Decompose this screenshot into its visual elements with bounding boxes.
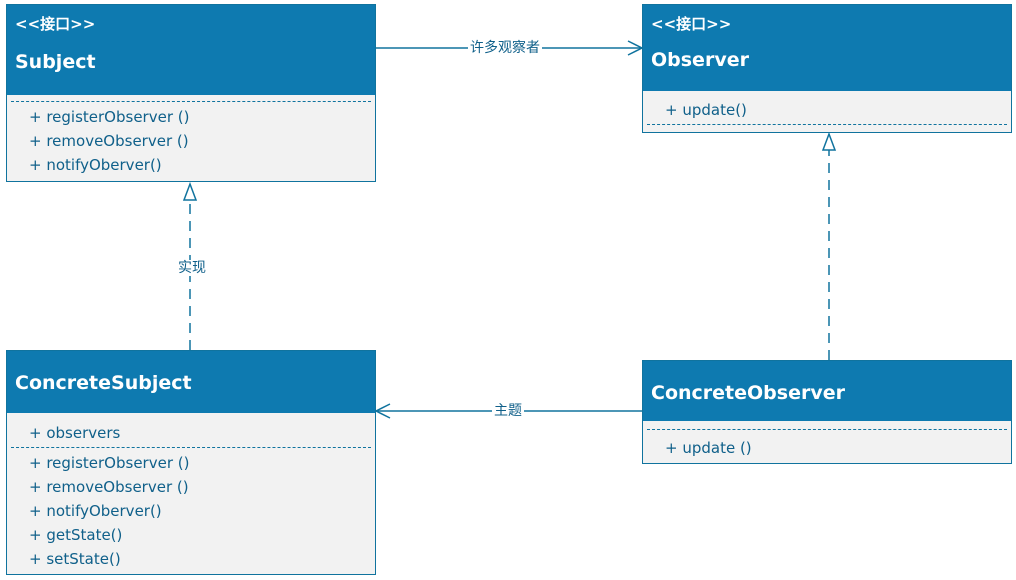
class-header: <<接口>> Observer — [643, 5, 1011, 91]
class-concrete-subject[interactable]: ConcreteSubject + observers + registerOb… — [6, 350, 376, 575]
class-subject[interactable]: <<接口>> Subject + registerObserver () + r… — [6, 4, 376, 182]
label-implements: 实现 — [176, 260, 208, 276]
methods-section: + update () — [665, 436, 752, 460]
class-name: Subject — [15, 51, 96, 73]
hollow-triangle-icon — [821, 131, 837, 151]
open-arrowhead-icon — [374, 403, 391, 419]
method: + update() — [665, 101, 747, 119]
method: + registerObserver () — [29, 108, 190, 126]
separator — [11, 447, 371, 448]
method: + setState() — [29, 550, 121, 568]
method: + update () — [665, 439, 752, 457]
class-header: ConcreteSubject — [7, 351, 375, 413]
class-name: ConcreteObserver — [651, 382, 845, 404]
method: + removeObserver () — [29, 478, 189, 496]
label-subject-relation: 主题 — [492, 403, 524, 419]
class-header: ConcreteObserver — [643, 361, 1011, 421]
methods-section: + registerObserver () + removeObserver (… — [29, 451, 189, 571]
method: + registerObserver () — [29, 454, 190, 472]
stereotype: <<接口>> — [15, 15, 96, 33]
method: + getState() — [29, 526, 123, 544]
stereotype: <<接口>> — [651, 15, 732, 33]
method: + notifyOberver() — [29, 156, 162, 174]
method: + removeObserver () — [29, 132, 189, 150]
methods-section: + registerObserver () + removeObserver (… — [29, 105, 189, 177]
separator — [647, 124, 1007, 125]
class-header: <<接口>> Subject — [7, 5, 375, 95]
methods-section: + update() — [665, 98, 747, 122]
class-concrete-observer[interactable]: ConcreteObserver + update () — [642, 360, 1012, 464]
attribute: + observers — [29, 424, 121, 442]
attributes-section: + observers — [29, 421, 120, 445]
class-observer[interactable]: <<接口>> Observer + update() — [642, 4, 1012, 133]
class-name: ConcreteSubject — [15, 372, 192, 394]
method: + notifyOberver() — [29, 502, 162, 520]
separator — [647, 429, 1007, 430]
separator — [11, 101, 371, 102]
label-many-observers: 许多观察者 — [468, 40, 542, 56]
class-name: Observer — [651, 49, 749, 71]
hollow-triangle-icon — [182, 181, 198, 201]
